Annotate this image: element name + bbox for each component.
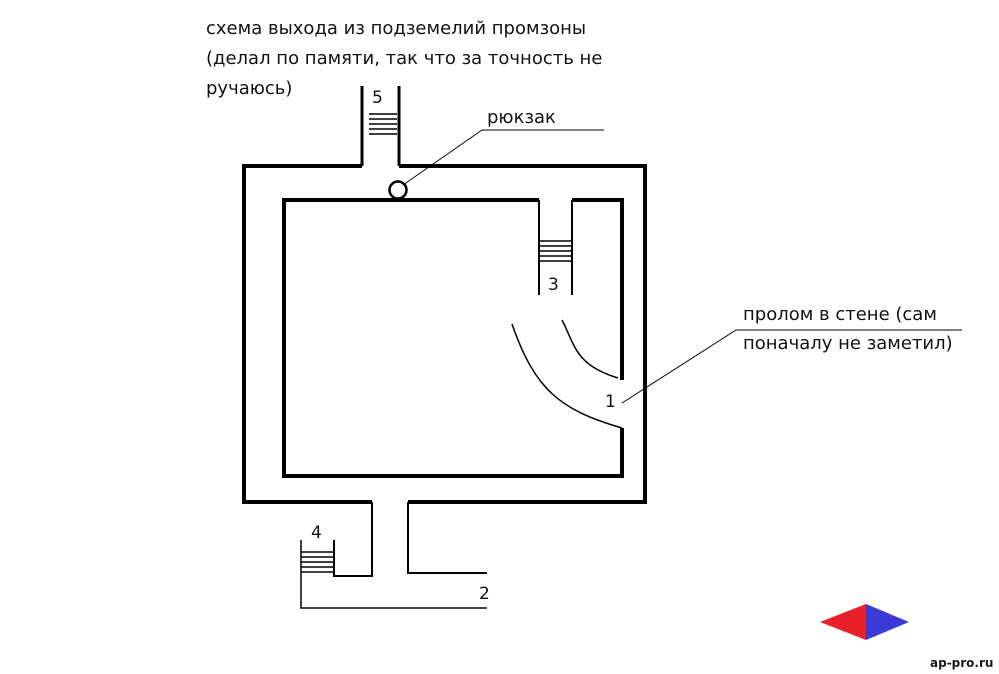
bottom-exits-passage: [300, 502, 487, 609]
site-logo: [820, 604, 909, 640]
breach-passage: [511, 319, 623, 429]
logo-red-triangle: [820, 604, 866, 640]
exit-3-stairs: [539, 240, 572, 262]
backpack-leader-line: [402, 129, 604, 186]
backpack-label: рюкзак: [487, 107, 556, 128]
breach-label-line-2: поначалу не заметил): [743, 333, 953, 354]
exit-3-passage: [538, 200, 573, 295]
exit-5-stairs: [369, 113, 397, 135]
site-watermark: ap-pro.ru: [930, 656, 993, 670]
exit-number-4: 4: [311, 523, 322, 543]
header-line-1: схема выхода из подземелий промзоны: [206, 18, 586, 39]
inner-corridor-wall: [282, 198, 624, 478]
exit-number-2: 2: [479, 584, 490, 604]
exit-number-1: 1: [605, 392, 616, 412]
exit-number-5: 5: [372, 88, 383, 108]
exit-5-passage: [360, 86, 401, 166]
breach-leader-line: [621, 329, 962, 404]
backpack-marker: [388, 180, 408, 200]
logo-blue-triangle: [866, 604, 909, 640]
header-line-3: ручаюсь): [206, 78, 292, 99]
exit-4-stairs: [301, 551, 334, 573]
header-line-2: (делал по памяти, так что за точность не: [206, 48, 602, 69]
outer-corridor-wall: [242, 164, 647, 504]
exit-number-3: 3: [548, 275, 559, 295]
breach-label-line-1: пролом в стене (сам: [743, 304, 937, 325]
